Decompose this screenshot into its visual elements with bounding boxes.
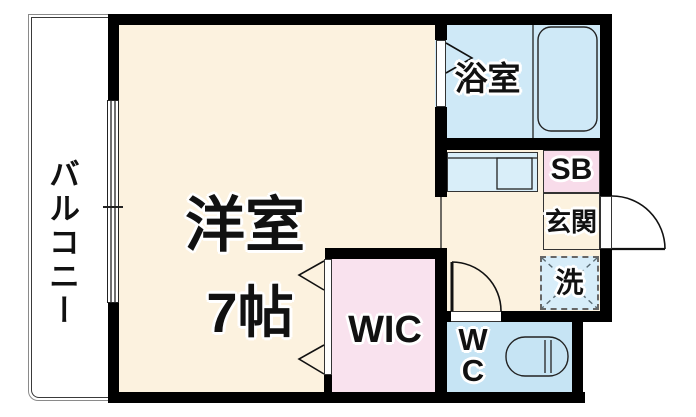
balcony-railing-icon bbox=[31, 17, 109, 398]
wall bbox=[108, 14, 119, 100]
entrance-label: 玄関 bbox=[544, 207, 597, 237]
walk-in-closet bbox=[332, 259, 435, 392]
window-icon bbox=[107, 100, 119, 303]
entrance-step bbox=[543, 193, 600, 250]
wall bbox=[501, 311, 612, 322]
wall bbox=[435, 138, 612, 150]
toilet-room-label: W C bbox=[453, 324, 493, 386]
main-room-size-label: 7帖 bbox=[206, 281, 294, 344]
entrance-door-arc bbox=[611, 195, 666, 250]
wc-door-opening bbox=[451, 311, 501, 322]
wall bbox=[435, 311, 451, 322]
balcony bbox=[28, 14, 109, 401]
wic-folding-door-chevron bbox=[297, 260, 325, 291]
entrance-door-leaf bbox=[600, 196, 612, 249]
toilet-label-w: W bbox=[458, 322, 488, 357]
bathtub-icon bbox=[537, 26, 598, 132]
wc-door-arc bbox=[451, 261, 502, 312]
wall bbox=[325, 248, 447, 259]
wall bbox=[108, 303, 119, 403]
balcony-label: バルコニー bbox=[44, 158, 79, 328]
wall bbox=[435, 14, 447, 40]
wall bbox=[108, 14, 612, 25]
wall bbox=[600, 14, 612, 197]
wall bbox=[324, 375, 332, 393]
laundry-pan-cross bbox=[541, 257, 598, 309]
wic-label: WIC bbox=[348, 309, 422, 351]
shoe-box-label: SB bbox=[550, 153, 593, 186]
bathroom-folding-door-chevron bbox=[445, 42, 474, 74]
toilet-label-c: C bbox=[461, 353, 485, 388]
wall bbox=[572, 322, 583, 392]
washbasin-icon bbox=[447, 152, 538, 192]
wall bbox=[600, 249, 612, 322]
toilet-icon bbox=[505, 336, 569, 377]
main-room-label: 洋室 bbox=[185, 192, 305, 259]
laundry-label: 洗 bbox=[555, 267, 584, 298]
wic-folding-door-icon bbox=[324, 259, 332, 375]
bathroom-folding-door-icon bbox=[436, 40, 446, 107]
sink-bowl-icon bbox=[496, 157, 533, 190]
shoe-box bbox=[543, 150, 600, 193]
bathroom-label: 浴室 bbox=[454, 60, 521, 97]
wall bbox=[108, 392, 585, 403]
wall bbox=[435, 107, 447, 197]
wic-folding-door-chevron bbox=[297, 344, 325, 375]
